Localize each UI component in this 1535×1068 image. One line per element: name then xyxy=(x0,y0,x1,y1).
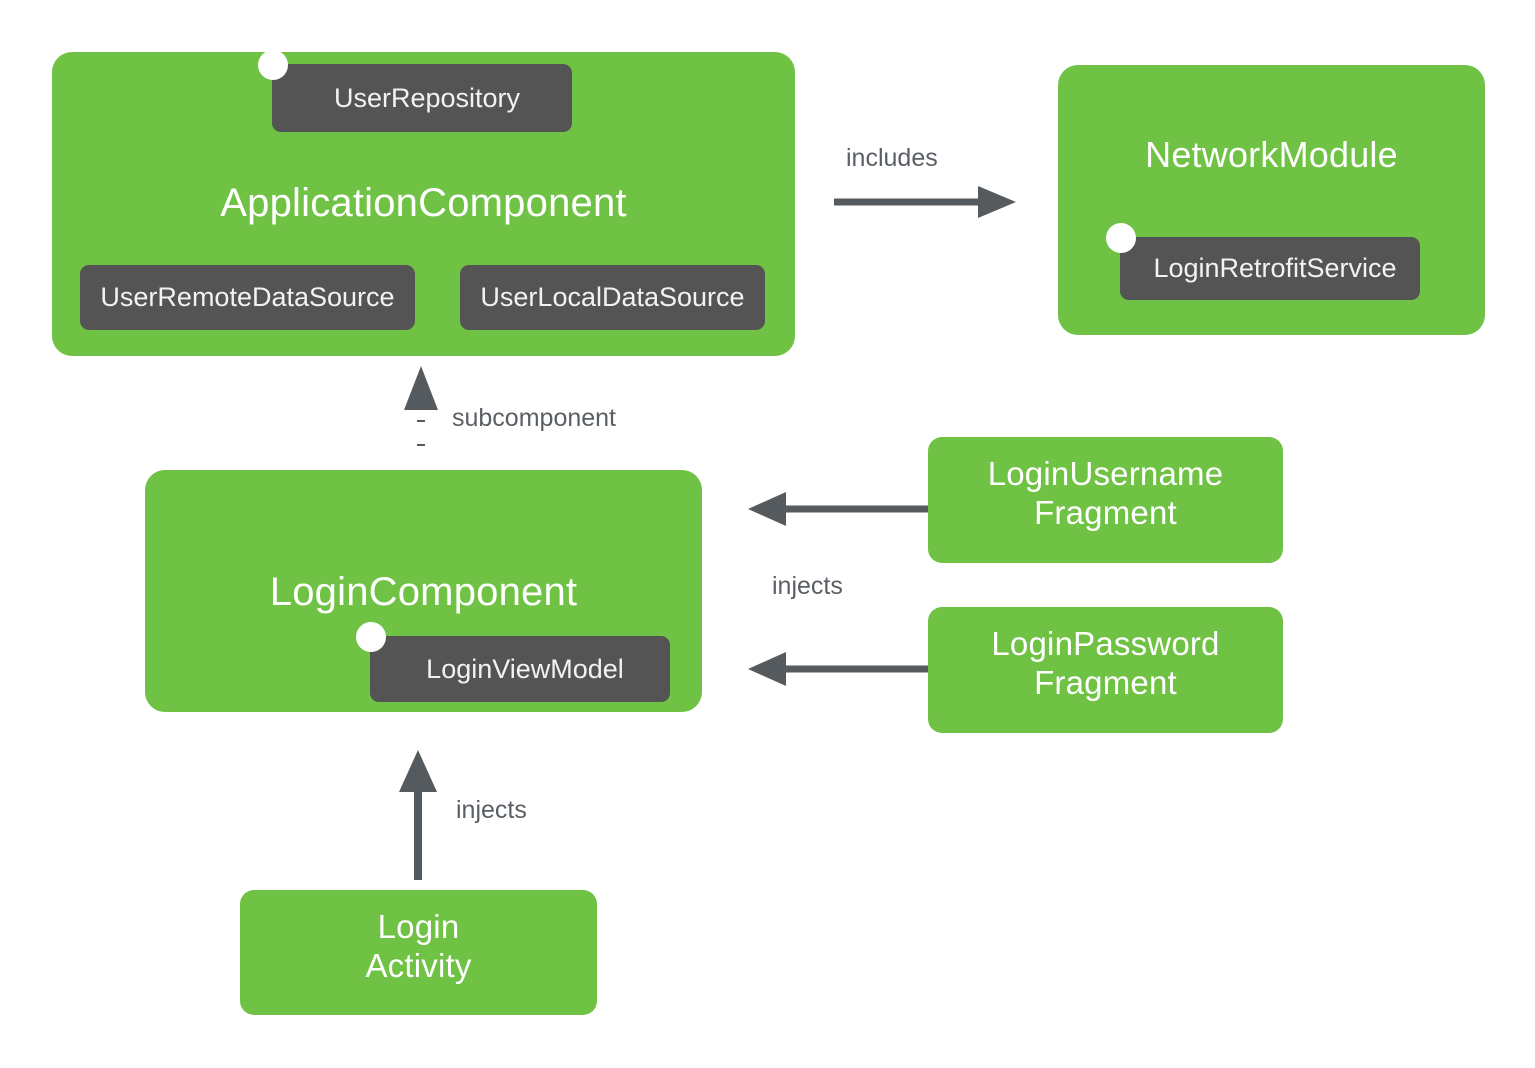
chip-user-repository-label: UserRepository xyxy=(333,82,521,113)
provision-dot-icon xyxy=(1106,223,1136,253)
chip-user-local-data-source-label: UserLocalDataSource xyxy=(480,282,745,312)
edge-injects-username xyxy=(746,487,930,531)
edge-injects-activity xyxy=(396,748,440,882)
edge-subcomponent xyxy=(400,364,444,468)
chip-user-remote-data-source[interactable]: UserRemoteDataSource xyxy=(80,265,415,330)
edge-injects-fragments-label: injects xyxy=(772,572,843,600)
provision-dot-icon xyxy=(356,622,386,652)
node-login-username-fragment[interactable] xyxy=(928,437,1283,563)
chip-user-repository[interactable]: UserRepository xyxy=(258,50,572,132)
edge-subcomponent-label: subcomponent xyxy=(452,404,617,432)
chip-user-local-data-source[interactable]: UserLocalDataSource xyxy=(460,265,765,330)
edge-injects-activity-label: injects xyxy=(456,796,527,824)
provision-dot-icon xyxy=(258,50,288,80)
chip-login-view-model-label: LoginViewModel xyxy=(426,653,624,684)
node-login-activity[interactable] xyxy=(240,890,597,1015)
edge-includes xyxy=(830,180,1020,224)
node-login-password-fragment[interactable] xyxy=(928,607,1283,733)
edge-injects-password xyxy=(746,647,930,691)
chip-user-remote-data-source-label: UserRemoteDataSource xyxy=(100,282,395,312)
chip-login-retrofit-service-label: LoginRetrofitService xyxy=(1153,253,1397,283)
chip-login-retrofit-service[interactable]: LoginRetrofitService xyxy=(1106,223,1420,300)
chip-login-view-model[interactable]: LoginViewModel xyxy=(356,622,670,702)
edge-includes-label: includes xyxy=(846,144,938,172)
